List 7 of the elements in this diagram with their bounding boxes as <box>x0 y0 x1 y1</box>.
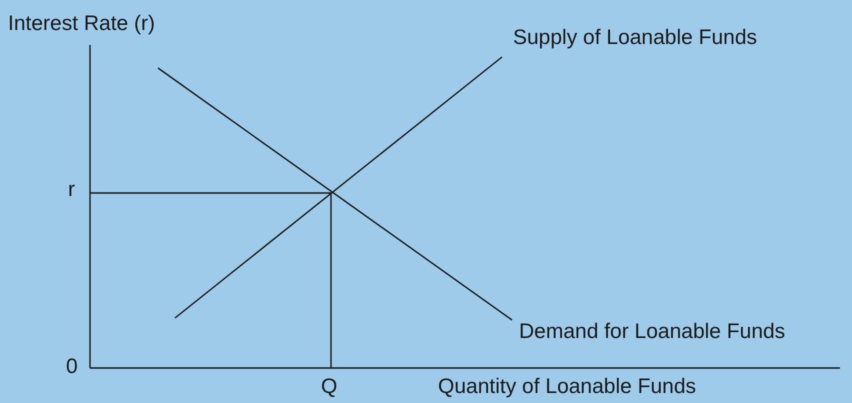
axis-tick-label: Q <box>321 375 338 399</box>
curve-label: Supply of Loanable Funds <box>513 26 758 50</box>
axis-title: Interest Rate (r) <box>8 12 156 36</box>
curve-label: Demand for Loanable Funds <box>519 320 786 344</box>
axis-tick-label: 0 <box>66 355 78 379</box>
axis-title: Quantity of Loanable Funds <box>438 375 696 399</box>
axis-tick-label: r <box>68 178 75 202</box>
